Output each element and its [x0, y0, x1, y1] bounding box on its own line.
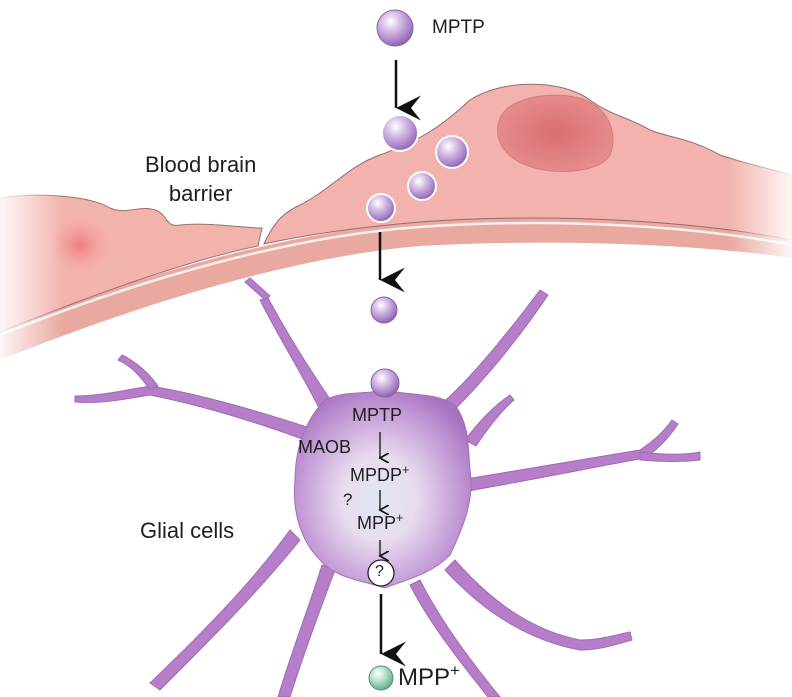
molecule-mptp-icon: [435, 135, 469, 169]
transporter-question: ?: [375, 563, 384, 580]
molecule-mpp-icon: [368, 665, 394, 691]
glial-process: [244, 277, 271, 301]
mpdp-charge: +: [402, 463, 410, 478]
glial-process: [464, 394, 515, 447]
glial-process: [74, 385, 311, 441]
mpdp-name: MPDP: [350, 465, 403, 485]
glial-process: [439, 289, 549, 413]
glial-process: [409, 579, 501, 697]
molecule-mptp-icon: [366, 193, 396, 223]
mpp-final-charge: +: [450, 660, 460, 680]
glial-process: [117, 354, 159, 391]
glial-process: [149, 529, 301, 691]
glial-process: [459, 419, 679, 493]
unknown-transporter-icon: [367, 559, 395, 587]
label-blood-brain-barrier: Blood brain barrier: [145, 150, 256, 208]
molecule-mptp-icon: [376, 9, 414, 47]
mpp-name: MPP: [357, 513, 397, 533]
molecule-mptp-icon: [407, 171, 437, 201]
label-glial-cells: Glial cells: [140, 518, 235, 543]
pathway-step-mptp: MPTP: [352, 405, 403, 425]
enzyme-unknown: ?: [343, 490, 353, 509]
glial-cell: [74, 277, 701, 697]
mpp-charge: +: [396, 511, 404, 526]
label-mptp-top: MPTP: [432, 17, 485, 38]
label-mpp-final: MPP+: [398, 660, 460, 692]
glial-soma: [293, 389, 472, 589]
label-bbb-line2: barrier: [168, 181, 233, 206]
enzyme-maob: MAOB: [298, 437, 352, 457]
molecule-mptp-icon: [381, 114, 419, 152]
pathway-step-mpdp: MPDP+: [350, 463, 410, 486]
mpp-final-name: MPP: [398, 664, 451, 691]
pathway-step-mpp: MPP+: [357, 511, 404, 534]
glial-process: [639, 451, 701, 462]
molecule-mptp-icon: [370, 296, 398, 324]
label-bbb-line1: Blood brain: [145, 152, 257, 177]
glial-process: [444, 559, 633, 651]
molecule-mptp-icon: [370, 368, 400, 398]
glial-process: [277, 564, 336, 697]
